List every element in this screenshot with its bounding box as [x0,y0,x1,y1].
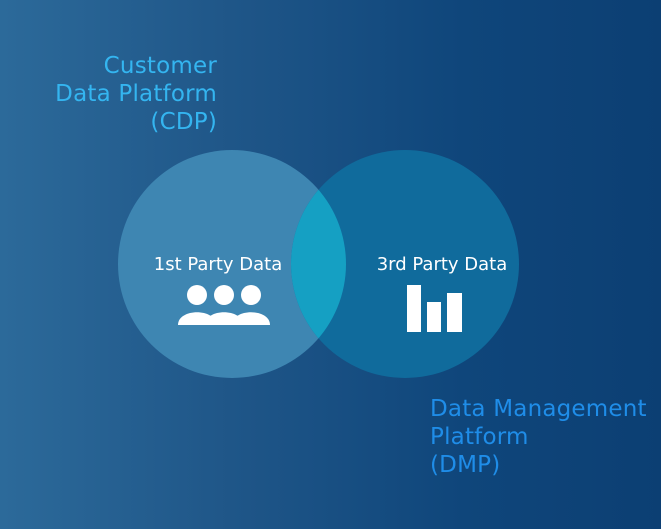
right-circle-label: 3rd Party Data [377,254,508,275]
dmp-label-line-3: (DMP) [430,452,501,478]
cdp-label: Customer Data Platform (CDP) [55,52,217,136]
left-circle-label: 1st Party Data [154,254,283,275]
cdp-label-line-2: Data Platform [55,81,217,107]
dmp-label: Data Management Platform (DMP) [430,395,647,479]
cdp-label-line-3: (CDP) [150,109,217,135]
left-circle-cdp [118,150,346,378]
bar-chart-icon [407,285,462,332]
people-group-icon [178,285,270,325]
dmp-label-line-2: Platform [430,424,529,450]
cdp-label-line-1: Customer [103,53,217,79]
dmp-label-line-1: Data Management [430,396,647,422]
